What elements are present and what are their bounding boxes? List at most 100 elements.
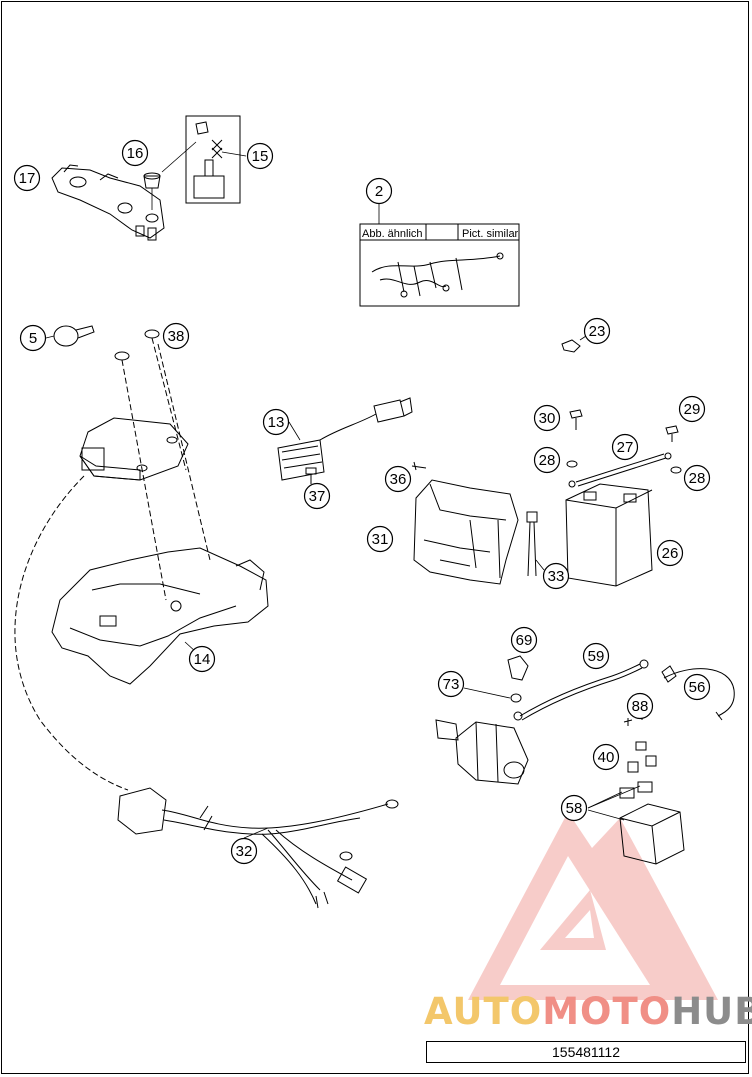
callout-circle [162,322,190,350]
watermark-text-auto: AUTO [424,990,543,1033]
callout-circle [583,317,611,345]
callout-label: 40 [598,749,615,766]
callout-circle [365,177,393,205]
callout-circle [246,142,274,170]
callout-circle [230,837,258,865]
callout-label: 32 [236,843,253,860]
callout-23: 23 [583,317,611,345]
callout-label: 33 [548,568,565,585]
callout-circle [262,408,290,436]
callout-28: 28 [533,446,561,474]
part-36-bolt [411,461,427,471]
callout-label: 28 [539,452,556,469]
callout-38: 38 [162,322,190,350]
callouts: 2 5 13 14 15 16 17 23 26 27 28 28 29 30 31 32 33 36 37 38 40… [13,139,711,865]
part-32-harness [117,787,399,909]
callout-30: 30 [533,404,561,432]
ecu-box [79,417,189,481]
callout-2: 2 [365,177,393,205]
inset-label-similar-en: Pict. similar [462,228,519,240]
inset-label-similar-de: Abb. ähnlich [362,228,423,240]
callout-29: 29 [678,395,706,423]
callout-label: 2 [375,183,383,200]
callout-88: 88 [626,692,654,720]
callout-label: 14 [194,651,211,668]
part-5-cable-tie [45,325,95,347]
part-26-battery [565,483,653,587]
callout-73: 73 [437,670,465,698]
starter-motor [435,719,529,785]
part-37-bolt [305,467,317,484]
callout-circle [656,539,684,567]
parts-28-29-30-fasteners [566,409,682,474]
callout-13: 13 [262,408,290,436]
callout-31: 31 [366,525,394,553]
callout-label: 27 [617,439,634,456]
callout-5: 5 [19,324,47,352]
watermark-text-hub: HUB [671,990,752,1033]
callout-label: 28 [689,470,706,487]
callout-33: 33 [542,562,570,590]
callout-label: 56 [689,679,706,696]
callout-circle [366,525,394,553]
callout-circle [542,562,570,590]
callout-label: 13 [268,414,285,431]
part-2-wiring-harness-inset [359,204,520,307]
callout-circle [611,433,639,461]
callout-label: 5 [29,330,37,347]
part-73-nut [463,687,522,703]
watermark-text: AUTOMOTOHUB [424,990,752,1033]
part-14-tray [51,547,269,685]
part-59-cable [513,659,649,721]
callout-label: 36 [390,471,407,488]
callout-28: 28 [683,464,711,492]
part-56-cable [661,665,735,721]
callout-label: 69 [516,632,533,649]
part-17-switch [51,164,165,241]
part-40-fuses [627,741,657,773]
callout-circle [582,642,610,670]
callout-32: 32 [230,837,258,865]
callout-label: 88 [632,698,649,715]
callout-circle [13,164,41,192]
callout-label: 59 [588,648,605,665]
callout-40: 40 [592,743,620,771]
callout-label: 15 [252,148,269,165]
part-23-clip [561,335,587,353]
callout-circle [510,626,538,654]
callout-circle [437,670,465,698]
callout-circle [678,395,706,423]
callout-69: 69 [510,626,538,654]
callout-36: 36 [384,465,412,493]
callout-14: 14 [188,645,216,673]
callout-58: 58 [560,794,588,822]
callout-56: 56 [683,673,711,701]
callout-label: 16 [127,145,144,162]
document-number: 155481112 [426,1041,746,1063]
watermark-logo [468,812,718,1000]
part-27-battery-cable [568,452,672,488]
callout-label: 58 [566,800,583,817]
callout-circle [303,482,331,510]
part-69-cap [507,655,529,681]
callout-59: 59 [582,642,610,670]
callout-label: 37 [309,488,326,505]
callout-circle [188,645,216,673]
callout-label: 73 [443,676,460,693]
callout-circle [533,446,561,474]
callout-circle [19,324,47,352]
part-58-relay-box [587,781,685,865]
callout-label: 30 [539,410,556,427]
callout-circle [560,794,588,822]
callout-17: 17 [13,164,41,192]
callout-circle [384,465,412,493]
callout-circle [683,673,711,701]
part-13-regulator [277,397,413,481]
ecu-cable-path [14,475,129,791]
part-38-screws [114,329,211,601]
callout-26: 26 [656,539,684,567]
callout-15: 15 [246,142,274,170]
callout-circle [592,743,620,771]
